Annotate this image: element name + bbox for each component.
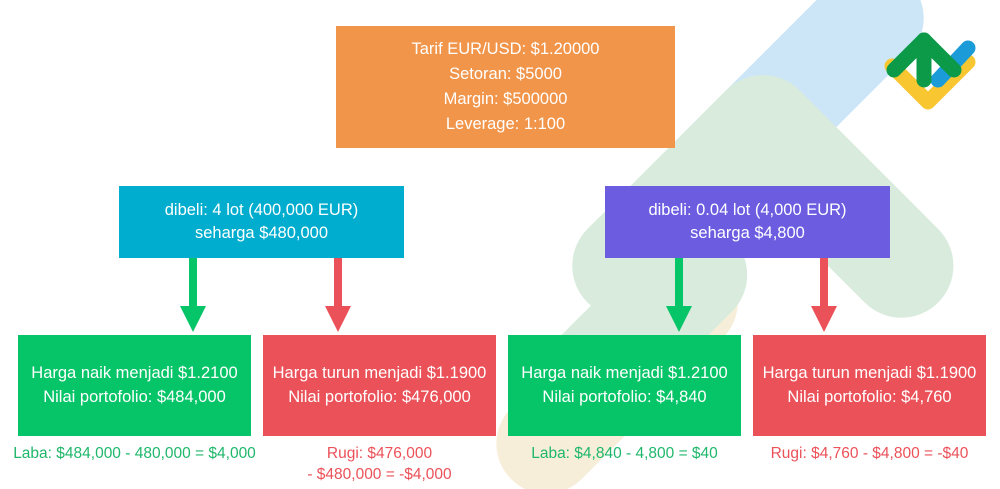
caption-left-profit-line-1: Laba: $484,000 - 480,000 = $4,000 xyxy=(13,445,256,462)
buy-left-line-2: seharga $480,000 xyxy=(194,224,329,242)
outcome-left-up-line-1: Harga naik menjadi $1.2100 xyxy=(31,364,238,383)
caption-left-loss-line-2: - $480,000 = -$4,000 xyxy=(307,466,452,484)
outcome-right-down-line-2: Nilai portofolio: $4,760 xyxy=(787,387,952,406)
param-leverage: Leverage: 1:100 xyxy=(445,115,566,134)
outcome-left-down-line-1: Harga turun menjadi $1.1900 xyxy=(272,364,487,383)
outcome-right-down-line-1: Harga turun menjadi $1.1900 xyxy=(762,364,977,383)
arrow-down-green-left xyxy=(180,258,206,332)
outcome-left-up-line-2: Nilai portofolio: $484,000 xyxy=(43,387,226,406)
param-deposit: Setoran: $5000 xyxy=(449,64,562,83)
caption-right-profit: Laba: $4,840 - 4,800 = $40 xyxy=(508,443,741,464)
arrow-down-red-right xyxy=(811,258,837,332)
buy-right-line-1: dibeli: 0.04 lot (4,000 EUR) xyxy=(648,200,847,219)
outcome-box-right-down: Harga turun menjadi $1.1900 Nilai portof… xyxy=(753,335,986,436)
param-rate: Tarif EUR/USD: $1.20000 xyxy=(411,39,600,58)
liteforex-logo-icon xyxy=(884,32,976,110)
buy-box-right: dibeli: 0.04 lot (4,000 EUR) seharga $4,… xyxy=(605,186,890,258)
outcome-box-right-up: Harga naik menjadi $1.2100 Nilai portofo… xyxy=(508,335,741,436)
outcome-box-left-up: Harga naik menjadi $1.2100 Nilai portofo… xyxy=(18,335,251,436)
caption-right-profit-line-1: Laba: $4,840 - 4,800 = $40 xyxy=(531,445,718,462)
buy-left-line-1: dibeli: 4 lot (400,000 EUR) xyxy=(164,200,359,219)
parameters-box: Tarif EUR/USD: $1.20000 Setoran: $5000 M… xyxy=(336,26,675,148)
caption-right-loss-line-1: Rugi: $4,760 - $4,800 = -$40 xyxy=(770,445,969,462)
buy-box-left: dibeli: 4 lot (400,000 EUR) seharga $480… xyxy=(119,186,404,258)
buy-right-line-2: seharga $4,800 xyxy=(690,224,805,242)
outcome-right-up-line-2: Nilai portofolio: $4,840 xyxy=(542,387,707,406)
caption-left-loss: Rugi: $476,000 - $480,000 = -$4,000 xyxy=(263,443,496,486)
arrow-down-green-right xyxy=(666,258,692,332)
outcome-right-up-line-1: Harga naik menjadi $1.2100 xyxy=(521,364,728,383)
arrow-down-red-left xyxy=(325,258,351,332)
param-margin: Margin: $500000 xyxy=(443,90,568,108)
outcome-left-down-line-2: Nilai portofolio: $476,000 xyxy=(288,387,471,406)
outcome-box-left-down: Harga turun menjadi $1.1900 Nilai portof… xyxy=(263,335,496,436)
caption-left-loss-line-1: Rugi: $476,000 xyxy=(326,445,433,462)
caption-left-profit: Laba: $484,000 - 480,000 = $4,000 xyxy=(6,443,263,464)
caption-right-loss: Rugi: $4,760 - $4,800 = -$40 xyxy=(748,443,991,464)
